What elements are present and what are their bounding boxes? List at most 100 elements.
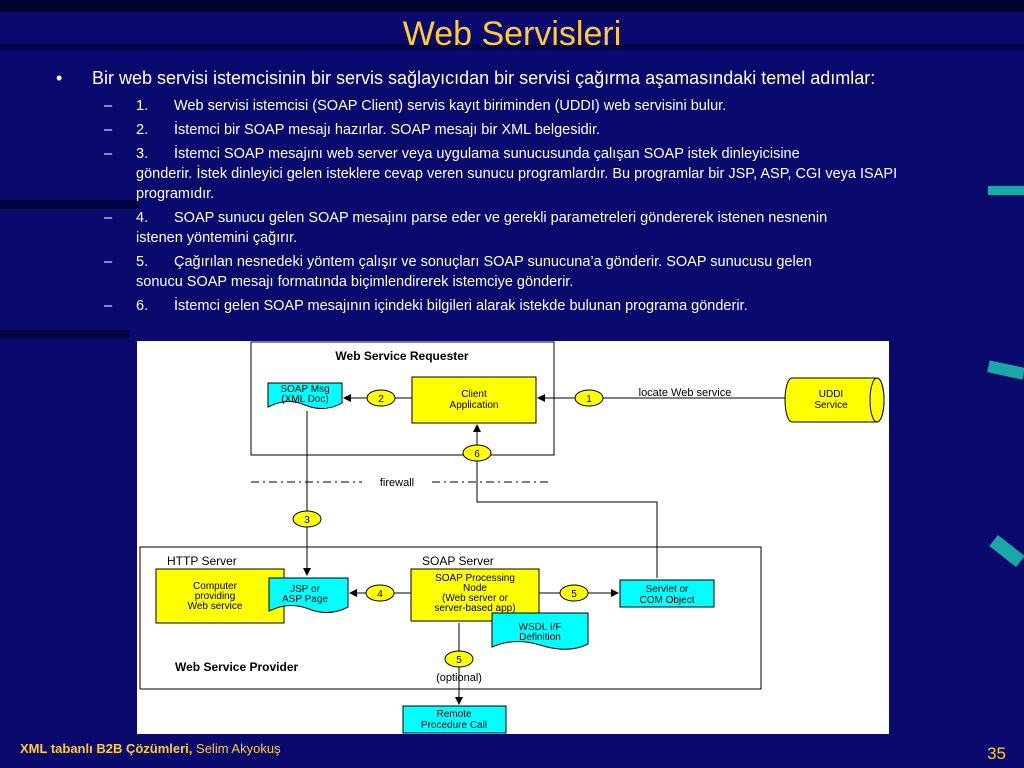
requester-title: Web Service Requester [335,349,469,363]
step-2-badge [366,389,396,407]
computer-line1: Computer [193,581,238,592]
decoration-bar [987,360,1024,380]
step-5-badge [559,584,589,602]
bg-stripe [0,200,140,209]
step-text: SOAP sunucu gelen SOAP mesajını parse ed… [174,210,828,226]
step-5-optional-badge [444,650,474,668]
architecture-diagram: Web Service Requester SOAP Msg (XML Doc)… [137,341,889,734]
soap-node-line1: SOAP Processing [435,573,515,584]
wsdl-line1: WSDL I/F [519,622,562,633]
step-6-badge [462,444,492,462]
dash-icon: – [104,210,113,226]
main-bullet-text: Bir web servisi istemcisinin bir servis … [92,68,876,88]
step-1-label: 1 [586,394,592,405]
jsp-line2: ASP Page [282,594,328,605]
step-item: – 1. Web servisi istemcisi (SOAP Client)… [104,96,976,116]
soap-msg-document [267,382,343,409]
step-body: 5. Çağırılan nesnedeki yöntem çalışır ve… [136,252,976,292]
locate-label: locate Web service [639,387,732,399]
footer-author: Selim Akyokuş [196,741,281,756]
jsp-page-document [268,577,349,613]
footer-course-title: XML tabanlı B2B Çözümleri, [20,741,193,756]
computer-box [155,568,285,624]
decoration-bar [988,186,1024,195]
step-text-continued: istenen yöntemini çağırır. [136,230,298,246]
step-item: – 5. Çağırılan nesnedeki yöntem çalışır … [104,252,976,292]
footer-course: XML tabanlı B2B Çözümleri, Selim Akyokuş [20,741,281,756]
arrow-6 [473,424,658,578]
firewall-label: firewall [380,477,414,489]
provider-title: Web Service Provider [175,660,299,674]
step-text: Çağırılan nesnedeki yöntem çalışır ve so… [174,254,812,270]
step-item: – 3. İstemci SOAP mesajını web server ve… [104,144,976,204]
page-number: 35 [987,744,1006,763]
step-6-label: 6 [474,449,480,460]
soap-node-line4: server-based app) [434,603,515,614]
bullet-list: • Bir web servisi istemcisinin bir servi… [56,66,976,320]
wsdl-document [491,612,589,650]
step-3-badge [292,510,322,528]
step-3-label: 3 [304,515,310,526]
servlet-line1: Servlet or [646,584,689,595]
dash-icon: – [104,254,113,270]
optional-label: (optional) [436,672,482,684]
http-server-label: HTTP Server [167,554,237,568]
soap-node-line3: (Web server or [442,593,509,604]
dash-icon: – [104,98,113,114]
dash-icon: – [104,298,113,314]
soap-msg-line1: SOAP Msg [280,384,329,395]
step-text: İstemci bir SOAP mesajı hazırlar. SOAP m… [174,122,601,138]
step-number: 1. [136,98,149,114]
servlet-box [619,579,715,608]
step-number: 2. [136,122,149,138]
step-5-label: 5 [571,589,577,600]
remote-procedure-call-box [402,705,507,734]
dash-icon: – [104,146,113,162]
step-number: 3. [136,146,149,162]
client-app-line2: Application [450,400,499,411]
step-item: – 2. İstemci bir SOAP mesajı hazırlar. S… [104,120,976,140]
step-item: – 4. SOAP sunucu gelen SOAP mesajını par… [104,208,976,248]
step-4-label: 4 [377,589,383,600]
jsp-line1: JSP or [290,584,320,595]
step-body: 3. İstemci SOAP mesajını web server veya… [136,144,976,204]
step-4-badge [365,584,395,602]
dash-icon: – [104,122,113,138]
step-text: İstemci gelen SOAP mesajının içindeki bi… [174,298,748,314]
step-number: 6. [136,298,149,314]
step-number: 4. [136,210,149,226]
computer-line2: providing [195,591,236,602]
step-text: Web servisi istemcisi (SOAP Client) serv… [174,98,727,114]
uddi-line2: Service [814,400,848,411]
client-app-line1: Client [461,389,487,400]
step-5-optional-label: 5 [456,655,462,666]
step-text-continued: gönderir. İstek dinleyici gelen istekler… [136,166,898,202]
step-body: 4. SOAP sunucu gelen SOAP mesajını parse… [136,208,976,248]
step-text: İstemci SOAP mesajını web server veya uy… [174,146,800,162]
step-number: 5. [136,254,149,270]
main-bullet: • Bir web servisi istemcisinin bir servi… [56,66,976,90]
decoration-bar [989,535,1024,567]
step-text-continued: sonucu SOAP mesajı formatında biçimlendi… [136,274,574,290]
client-application-box [411,376,537,424]
step-item: – 6. İstemci gelen SOAP mesajının içinde… [104,296,976,316]
rpc-line2: Procedure Call [421,720,487,731]
soap-processing-node-box [410,568,540,622]
uddi-line1: UDDI [819,389,843,400]
rpc-line1: Remote [436,709,471,720]
step-2-label: 2 [378,394,384,405]
wsdl-line2: Definition [519,632,561,643]
step-1-badge [574,389,604,407]
bg-stripe [0,44,1024,50]
computer-line3: Web service [188,601,243,612]
servlet-line2: COM Object [639,595,694,606]
bg-stripe [0,330,130,338]
soap-msg-line2: (XML Doc) [281,394,328,405]
bg-stripe [0,0,1024,12]
uddi-cylinder-end [869,377,885,423]
soap-node-line2: Node [463,583,487,594]
bullet-dot-icon: • [56,68,63,88]
provider-frame [139,546,762,690]
slide-title: Web Servisleri [402,15,622,53]
soap-server-label: SOAP Server [422,554,494,568]
